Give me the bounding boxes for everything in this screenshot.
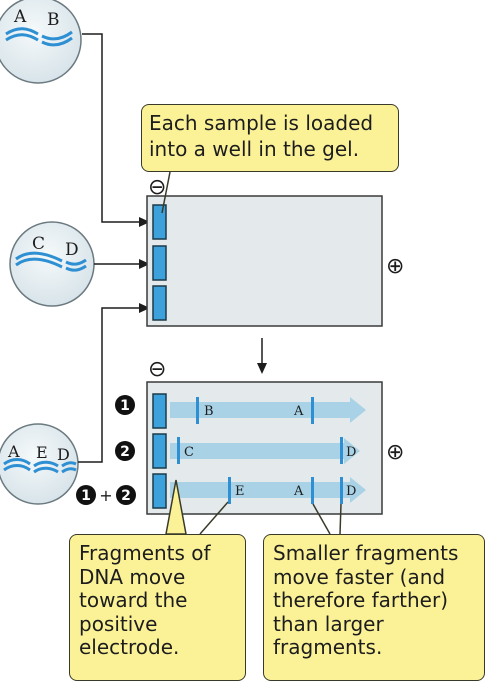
dna-band [311,397,314,424]
down-arrow-icon [257,338,267,374]
callout-size: Smaller fragments move faster (and there… [263,534,485,681]
connector-line [78,307,140,463]
gel-loaded: ⊖ ⊕ [146,175,404,327]
band-label: A [293,404,304,419]
sample-label: D [65,240,79,260]
gel-slab [146,195,383,327]
negative-electrode: ⊖ [148,357,166,382]
band-label: C [184,445,194,460]
callout-pointer [161,171,171,214]
callout-pointer [312,503,331,535]
positive-electrode: ⊕ [386,440,404,465]
lane-number: 2 [121,488,131,504]
dna-band [311,477,314,504]
band-label: B [204,404,214,419]
lane-badge [76,485,96,505]
sample-circle-ab: A B [0,0,82,84]
dna-band [228,477,231,504]
lane-number-badges: 1 2 1 + 2 [76,395,136,505]
lane-number: 1 [81,488,91,504]
arrowhead-icon [139,303,150,313]
positive-electrode: ⊕ [386,254,404,279]
gel-well [152,204,167,240]
negative-electrode: ⊖ [148,175,166,200]
lane-plus: + [99,486,112,505]
callout-pointer [199,501,229,535]
sample-label: E [36,443,48,462]
gel-well [152,285,167,321]
migration-arrow [170,438,360,464]
lane-badge [115,395,135,415]
callout-movement: Fragments of DNA move toward the positiv… [69,534,246,681]
lane-badge [115,441,135,461]
lane-number: 2 [120,444,130,460]
gel-well [152,433,167,469]
dna-band [196,397,199,424]
sample-label: B [47,10,60,30]
lane-number: 1 [120,398,130,414]
migration-arrow [170,477,366,503]
sample-circle-cd: C D [9,221,95,307]
sample-connectors [78,33,150,463]
arrowhead-icon [139,259,150,269]
sample-label: D [57,445,70,464]
callout-pointer [339,503,342,535]
band-label: E [235,484,245,499]
lane-badge [116,485,136,505]
band-label: A [293,484,304,499]
gel-well [152,393,167,429]
sample-label: A [13,7,27,27]
sample-label: A [7,442,20,461]
migration-arrow [170,397,366,423]
callout-loading: Each sample is loaded into a well in the… [141,104,399,172]
connector-line [82,33,140,223]
dna-band [340,477,343,504]
dna-band [177,437,180,464]
sample-circle-aed: A E D [0,423,79,505]
sample-label: C [32,234,45,254]
gel-well [152,473,167,509]
band-label: D [346,484,356,499]
gel-run: ⊖ B A C D E A D ⊕ [146,357,404,515]
callout-pointers [165,479,342,535]
gel-well [152,245,167,281]
arrowhead-icon [139,217,150,227]
dna-band [340,437,343,464]
band-label: D [346,445,356,460]
